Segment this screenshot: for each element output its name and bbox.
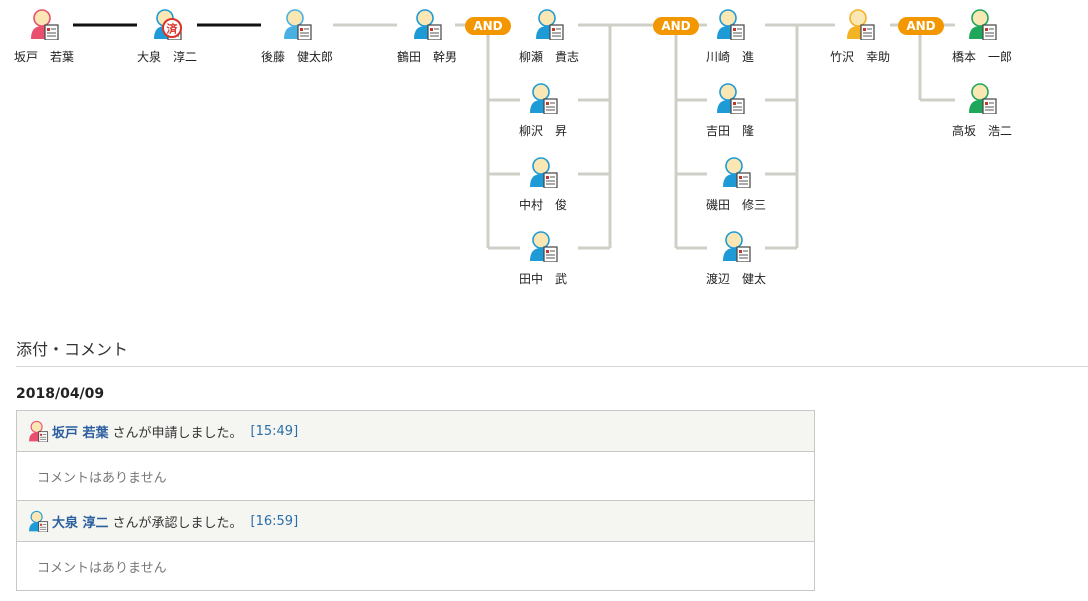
approver-node[interactable]: 磯田 修三 — [696, 148, 776, 216]
and-badge: AND — [465, 17, 511, 35]
log-time: [15:49] — [250, 423, 299, 439]
approver-name: 大泉 淳二 — [136, 50, 197, 64]
user-avatar-icon — [414, 9, 442, 40]
approver-name: 坂戸 若葉 — [13, 50, 74, 64]
approver-node[interactable]: 田中 武 — [503, 222, 583, 290]
approver-name: 橋本 一郎 — [951, 50, 1012, 64]
approver-node[interactable]: 済 大泉 淳二 — [127, 0, 207, 68]
approver-name: 高坂 浩二 — [951, 124, 1012, 138]
user-avatar-icon — [530, 83, 558, 114]
approver-node[interactable]: 中村 俊 — [503, 148, 583, 216]
user-avatar-icon — [31, 9, 59, 40]
approver-node[interactable]: 竹沢 幸助 — [820, 0, 900, 68]
approver-node[interactable]: 渡辺 健太 — [696, 222, 776, 290]
log-entry-header: 大泉 淳二 さんが承認しました。 [16:59] — [17, 501, 814, 542]
user-avatar-icon — [27, 510, 52, 532]
and-badge: AND — [653, 17, 699, 35]
approver-name: 磯田 修三 — [705, 198, 766, 212]
section-divider — [16, 366, 1088, 367]
comment-log: 坂戸 若葉 さんが申請しました。 [15:49] コメントはありません 大泉 淳… — [16, 410, 815, 591]
approver-name: 柳沢 昇 — [518, 124, 567, 138]
flow-connectors — [73, 23, 955, 250]
user-avatar-icon — [847, 9, 875, 40]
approver-node[interactable]: 高坂 浩二 — [942, 74, 1022, 142]
section-title: 添付・コメント — [16, 340, 129, 359]
user-avatar-icon — [723, 157, 751, 188]
user-avatar-icon — [969, 9, 997, 40]
approver-name: 竹沢 幸助 — [829, 50, 890, 64]
approver-node[interactable]: 柳瀬 貴志 — [509, 0, 589, 68]
user-avatar-icon — [536, 9, 564, 40]
user-avatar-icon — [530, 157, 558, 188]
approver-node[interactable]: 坂戸 若葉 — [4, 0, 84, 68]
user-avatar-icon — [969, 83, 997, 114]
approver-name: 後藤 健太郎 — [260, 50, 333, 64]
approver-node[interactable]: 後藤 健太郎 — [257, 0, 337, 68]
approver-node[interactable]: 柳沢 昇 — [503, 74, 583, 142]
log-comment: コメントはありません — [17, 452, 814, 501]
svg-text:済: 済 — [167, 22, 179, 36]
log-date: 2018/04/09 — [16, 386, 105, 402]
approver-name: 柳瀬 貴志 — [518, 50, 579, 64]
log-action: さんが申請しました。 — [112, 425, 243, 441]
approver-name: 中村 俊 — [518, 198, 567, 212]
user-avatar-icon — [27, 420, 52, 442]
log-comment: コメントはありません — [17, 542, 814, 590]
approver-name: 渡辺 健太 — [705, 272, 766, 286]
user-avatar-icon — [530, 231, 558, 262]
user-avatar-icon: 済 — [154, 9, 182, 40]
user-avatar-icon — [284, 9, 312, 40]
log-entry-header: 坂戸 若葉 さんが申請しました。 [15:49] — [17, 411, 814, 452]
log-user-link[interactable]: 大泉 淳二 — [52, 515, 109, 531]
log-user-link[interactable]: 坂戸 若葉 — [52, 425, 109, 441]
log-time: [16:59] — [250, 513, 299, 529]
approver-name: 吉田 隆 — [705, 124, 754, 138]
approver-node[interactable]: 川崎 進 — [690, 0, 770, 68]
log-action: さんが承認しました。 — [112, 515, 243, 531]
approver-node[interactable]: 橋本 一郎 — [942, 0, 1022, 68]
user-avatar-icon — [723, 231, 751, 262]
approver-name: 川崎 進 — [705, 50, 754, 64]
approver-node[interactable]: 鶴田 幹男 — [387, 0, 467, 68]
user-avatar-icon — [717, 9, 745, 40]
user-avatar-icon — [717, 83, 745, 114]
approver-node[interactable]: 吉田 隆 — [690, 74, 770, 142]
and-badge: AND — [898, 17, 944, 35]
approver-name: 田中 武 — [518, 272, 567, 286]
approver-name: 鶴田 幹男 — [396, 50, 457, 64]
